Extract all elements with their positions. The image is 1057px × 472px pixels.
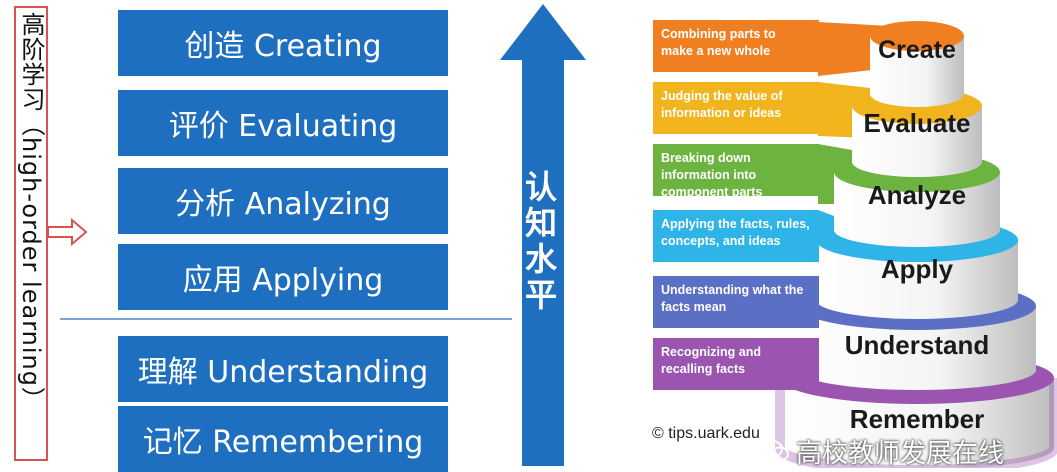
band-evaluate: Judging the value of information or idea… <box>653 82 819 134</box>
cognitive-level-label: 认知水平 <box>520 170 558 314</box>
band-analyze: Breaking down information into component… <box>653 144 819 199</box>
level-evaluating: 评价 Evaluating <box>118 90 448 156</box>
band-remember: Recognizing and recalling facts <box>653 338 819 390</box>
tier-analyze: Analyze <box>867 180 967 210</box>
watermark: 高校教师发展在线 <box>760 434 1057 469</box>
tier-apply: Apply <box>880 254 954 284</box>
divider-line <box>60 318 512 320</box>
up-arrow-icon <box>500 4 586 466</box>
tier-evaluate: Evaluate <box>863 108 971 138</box>
higher-order-bracket <box>14 6 48 461</box>
tier-create-shape <box>870 21 964 107</box>
wechat-icon <box>761 440 789 462</box>
level-creating: 创造 Creating <box>118 10 448 76</box>
band-understand: Understanding what the facts mean <box>653 276 819 328</box>
level-applying: 应用 Applying <box>118 244 448 310</box>
tier-understand: Understand <box>844 330 990 360</box>
band-create: Combining parts to make a new whole <box>653 20 819 72</box>
level-understanding: 理解 Understanding <box>118 336 448 402</box>
higher-order-label: 高阶学习（high-order learning） <box>17 12 45 412</box>
source-credit: © tips.uark.edu <box>652 425 760 442</box>
bloom-pyramid <box>775 21 1057 468</box>
band-apply: Applying the facts, rules, concepts, and… <box>653 210 819 262</box>
level-analyzing: 分析 Analyzing <box>118 168 448 234</box>
tier-remember: Remember <box>849 404 985 434</box>
watermark-text: 高校教师发展在线 <box>796 438 1005 469</box>
level-remembering: 记忆 Remembering <box>118 406 448 472</box>
pointer-arrow-icon <box>48 218 88 246</box>
tier-create: Create <box>878 36 956 64</box>
